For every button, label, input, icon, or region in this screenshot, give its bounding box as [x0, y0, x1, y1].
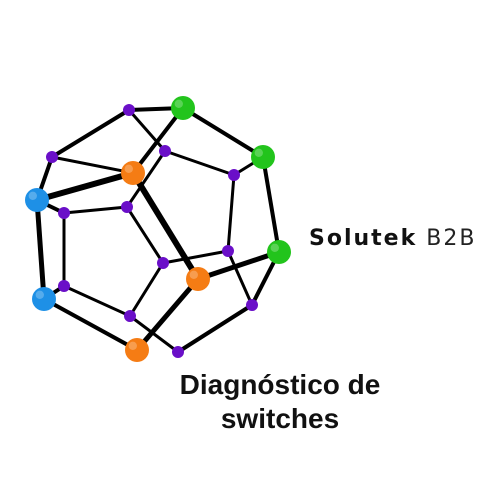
brand-name: Solutek B2B	[309, 224, 476, 254]
molecule-node-small	[172, 346, 184, 358]
caption-line-2: switches	[220, 403, 340, 434]
molecule-edge	[161, 249, 230, 265]
molecule-edge	[131, 106, 185, 175]
molecule-node-small	[58, 280, 70, 292]
molecule-node-highlight	[189, 270, 198, 279]
molecule-edge	[62, 205, 129, 215]
molecule-node-small	[157, 257, 169, 269]
molecule-node-small	[121, 201, 133, 213]
molecule-edge	[50, 155, 135, 175]
molecule-edge	[176, 303, 254, 354]
molecule-edge	[163, 149, 236, 177]
molecule-edge	[130, 170, 201, 282]
molecule-node-small	[246, 299, 258, 311]
caption-line-1: Diagnóstico de	[179, 369, 381, 400]
molecule-node-green	[251, 145, 275, 169]
molecule-node-highlight	[124, 164, 133, 173]
molecule-node-orange	[186, 267, 210, 291]
molecule-edge	[34, 170, 136, 203]
molecule-edge	[125, 205, 165, 265]
molecule-edge	[261, 155, 281, 254]
molecule-node-highlight	[254, 148, 263, 157]
molecule-edge	[127, 108, 167, 153]
molecule-node-small	[46, 151, 58, 163]
molecule-nodes	[25, 96, 291, 362]
molecule-node-small	[124, 310, 136, 322]
molecule-edges	[34, 106, 282, 354]
molecule-edge	[181, 106, 265, 159]
molecule-edge	[50, 108, 131, 159]
molecule-node-green	[171, 96, 195, 120]
molecule-node-small	[58, 207, 70, 219]
caption-title: Diagnóstico de switches	[120, 368, 440, 436]
brand-name-light: B2B	[426, 226, 477, 251]
molecule-edge	[128, 314, 180, 354]
molecule-node-small	[228, 169, 240, 181]
molecule-node-highlight	[174, 99, 183, 109]
molecule-edge	[134, 276, 201, 353]
molecule-node-highlight	[270, 243, 279, 252]
molecule-node-highlight	[28, 191, 37, 200]
molecule-edge	[62, 284, 132, 318]
molecule-node-orange	[121, 161, 145, 185]
molecule-edge	[226, 249, 254, 307]
molecule-edge	[34, 197, 47, 302]
molecule-edge	[125, 149, 167, 209]
molecule-edge	[226, 173, 236, 253]
molecule-edge	[128, 261, 165, 318]
molecule-edge	[195, 249, 282, 282]
molecule-node-highlight	[35, 290, 44, 299]
molecule-node-highlight	[128, 341, 137, 350]
brand-name-bold: Solutek	[309, 226, 418, 251]
molecule-edge	[42, 297, 139, 352]
molecule-node-small	[222, 245, 234, 257]
molecule-node-small	[123, 104, 135, 116]
molecule-node-orange	[125, 338, 149, 362]
molecule-node-blue	[25, 188, 49, 212]
molecule-node-green	[267, 240, 291, 264]
molecule-node-small	[159, 145, 171, 157]
molecule-node-blue	[32, 287, 56, 311]
